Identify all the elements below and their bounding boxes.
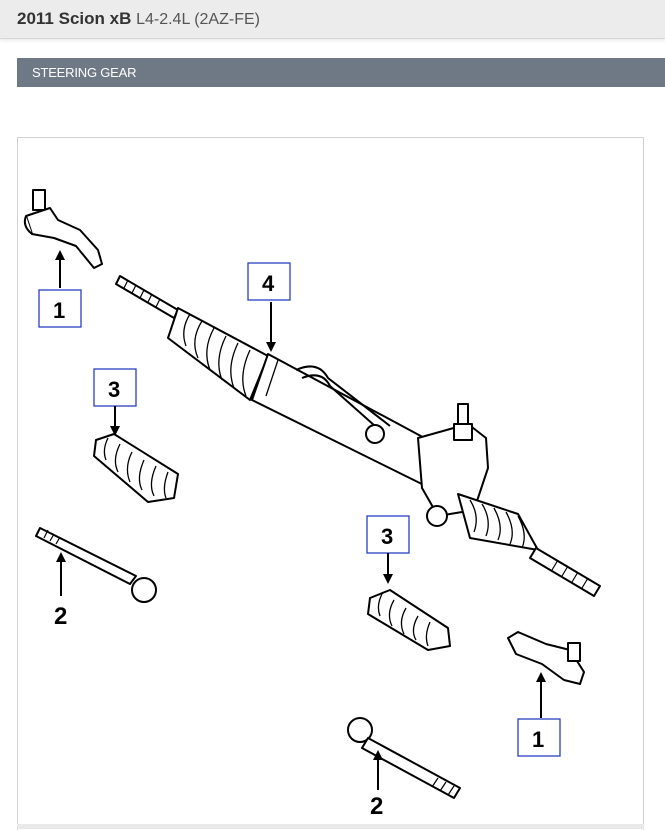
callout-2-bottom: 2 (370, 793, 383, 820)
bottom-edge (17, 824, 644, 829)
callout-3-left: 3 (93, 368, 137, 407)
callout-4: 4 (247, 262, 291, 301)
svg-text:3: 3 (108, 377, 120, 402)
page-header: 2011 Scion xB L4-2.4L (2AZ-FE) (0, 0, 665, 39)
inner-tie-rod-right (347, 717, 461, 799)
callout-2-left: 2 (54, 603, 67, 630)
tie-rod-end-right (507, 631, 585, 685)
section-header: STEERING GEAR (17, 58, 665, 87)
svg-text:1: 1 (53, 298, 65, 323)
inner-tie-rod-left (35, 527, 157, 603)
parts-diagram: 1 (17, 137, 644, 830)
callout-1-top: 1 (38, 289, 82, 328)
tie-rod-end-left (23, 189, 103, 269)
section-title: STEERING GEAR (32, 65, 137, 80)
vehicle-title: 2011 Scion xB L4-2.4L (2AZ-FE) (17, 9, 260, 29)
steering-rack-assembly (115, 275, 601, 597)
svg-text:1: 1 (532, 727, 544, 752)
vehicle-model: 2011 Scion xB (17, 9, 132, 28)
rack-boot-right (367, 589, 451, 651)
callout-3-right: 3 (366, 515, 410, 554)
steering-gear-illustration: 1 (23, 189, 601, 820)
svg-text:4: 4 (262, 271, 275, 296)
callout-1-bottom: 1 (517, 718, 561, 757)
rack-boot-left (93, 433, 179, 503)
svg-text:3: 3 (381, 524, 393, 549)
vehicle-engine: L4-2.4L (2AZ-FE) (136, 11, 260, 28)
